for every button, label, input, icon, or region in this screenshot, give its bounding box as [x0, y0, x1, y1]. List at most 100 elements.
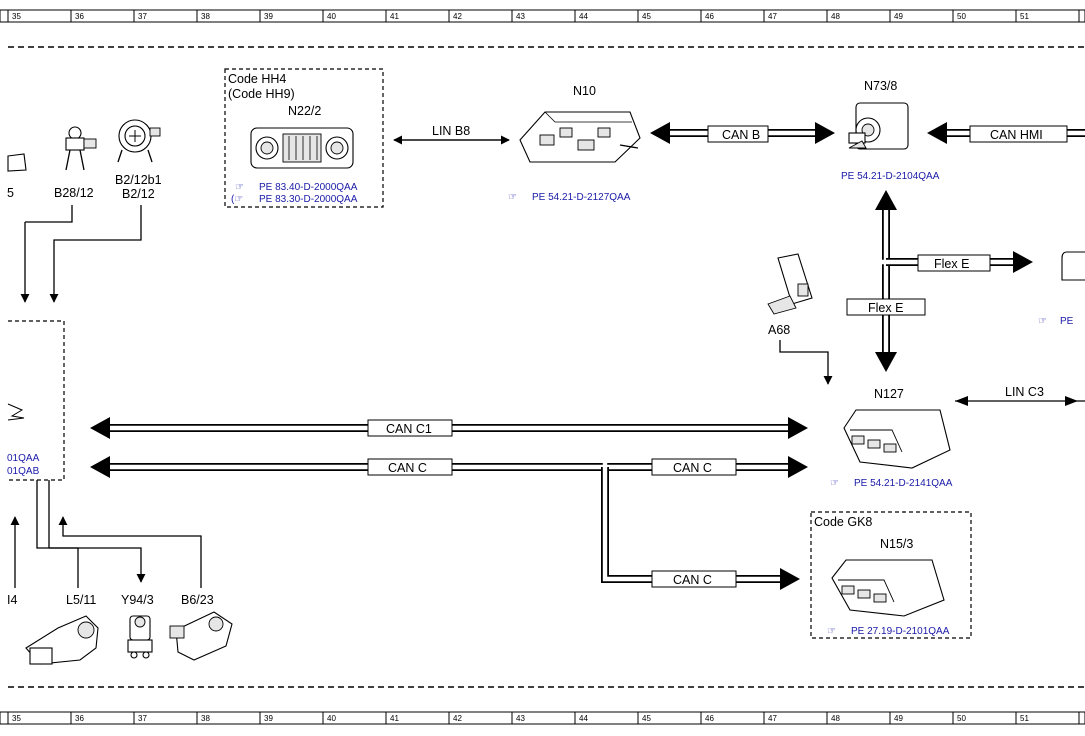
right-edge-ref[interactable]: PE [1060, 316, 1074, 327]
wire-b28-12-to-box [25, 205, 73, 223]
n22-2-ref-1[interactable]: PE 83.40-D-2000QAA [259, 182, 358, 193]
wire-box-to-y94-3 [48, 480, 141, 582]
n15-3-code: Code GK8 [814, 515, 872, 529]
solenoid-valve-icon [127, 615, 153, 659]
ruler-number: 38 [201, 12, 210, 21]
flex-e-2-label-box [846, 298, 926, 316]
b2-12-label: B2/12 [122, 187, 155, 201]
can-c-branch-arrow [780, 568, 800, 590]
can-b-arrow-left [650, 122, 670, 144]
ruler-number: 50 [957, 12, 966, 21]
ruler-number: 36 [75, 12, 84, 21]
can-c-arrow-left [90, 456, 110, 478]
ruler-number: 42 [453, 12, 462, 21]
wire-box-to-l5-11 [36, 480, 79, 588]
flex-e-1-label-box [917, 254, 991, 272]
flex-e-1-label: Flex E [934, 257, 969, 271]
ruler-number: 39 [264, 714, 273, 723]
transmission-control-unit-icon [831, 559, 945, 617]
a68-label: A68 [768, 323, 790, 337]
cut-left-label: 5 [7, 186, 14, 200]
ruler-number: 51 [1020, 714, 1029, 723]
i4-label: I4 [7, 593, 17, 607]
left-control-unit-box [8, 320, 65, 481]
n22-2-ref-icon-1: ☞ [235, 182, 244, 193]
ruler-number: 45 [642, 12, 651, 21]
n22-2-code-alt: (Code HH9) [228, 87, 295, 101]
can-b-label: CAN B [722, 128, 760, 142]
n15-3-label: N15/3 [880, 537, 913, 551]
ruler-number: 47 [768, 12, 777, 21]
ruler-number: 48 [831, 12, 840, 21]
b6-23-label: B6/23 [181, 593, 214, 607]
flex-e-arrow-right [1013, 251, 1033, 273]
ruler-number: 40 [327, 12, 336, 21]
ruler-number: 43 [516, 12, 525, 21]
can-b-arrow-right [815, 122, 835, 144]
can-c-down-label: CAN C [673, 573, 712, 587]
right-edge-ref-icon: ☞ [1038, 316, 1047, 327]
can-c1-label-box [367, 419, 453, 437]
b2-12b1-label: B2/12b1 [115, 173, 162, 187]
ruler-number: 40 [327, 714, 336, 723]
can-c1-arrow-right [788, 417, 808, 439]
left-unit-ref-1[interactable]: 01QAA [7, 453, 40, 464]
can-c1-label: CAN C1 [386, 422, 432, 436]
right-edge-component-icon [1061, 251, 1085, 281]
ruler-number: 37 [138, 714, 147, 723]
climate-control-panel-icon [250, 127, 354, 169]
n127-ref[interactable]: PE 54.21-D-2141QAA [854, 478, 953, 489]
can-c1-arrow-left [90, 417, 110, 439]
b28-12-label: B28/12 [54, 186, 94, 200]
n22-2-code-box [224, 68, 384, 208]
n22-2-code: Code HH4 [228, 72, 286, 86]
n127-ref-icon: ☞ [830, 478, 839, 489]
can-hmi-arrow-left [927, 122, 947, 144]
flex-e-arrow-up [875, 190, 897, 210]
y94-3-label: Y94/3 [121, 593, 154, 607]
wire-a68-to-n127 [779, 340, 833, 385]
n10-label: N10 [573, 84, 596, 98]
lin-c3-arrow-right [1065, 396, 1078, 406]
can-c-main-label: CAN C [388, 461, 427, 475]
n10-ref[interactable]: PE 54.21-D-2127QAA [532, 192, 631, 203]
cut-left-sensor-icon [7, 153, 27, 172]
lin-c3-arrow-left [955, 396, 968, 406]
can-c-down-label-box [651, 570, 737, 588]
ruler-number: 47 [768, 714, 777, 723]
n127-label: N127 [874, 387, 904, 401]
ruler-number: 38 [201, 714, 210, 723]
ruler-number: 51 [1020, 12, 1029, 21]
n15-3-ref-icon: ☞ [827, 626, 836, 637]
left-unit-ref-2[interactable]: 01QAB [7, 466, 40, 477]
ruler-number: 41 [390, 714, 399, 723]
ignition-switch-icon [848, 102, 909, 150]
can-c-right-label: CAN C [673, 461, 712, 475]
ruler-number: 50 [957, 714, 966, 723]
can-c-branch-line-inner [602, 462, 785, 582]
flex-e-2-label: Flex E [868, 301, 903, 315]
ruler-number: 48 [831, 714, 840, 723]
n15-3-ref[interactable]: PE 27.19-D-2101QAA [851, 626, 950, 637]
temperature-sensor-icon [65, 126, 97, 171]
ruler-number: 41 [390, 12, 399, 21]
ruler-number: 49 [894, 12, 903, 21]
n22-2-ref-2[interactable]: PE 83.30-D-2000QAA [259, 194, 358, 205]
accelerator-pedal-icon [767, 253, 813, 315]
l5-11-label: L5/11 [66, 593, 96, 607]
can-hmi-label: CAN HMI [990, 128, 1043, 142]
n15-3-code-box [810, 511, 972, 639]
n73-8-label: N73/8 [864, 79, 897, 93]
n22-2-label: N22/2 [288, 104, 321, 118]
wire-b2-12-to-box [49, 205, 142, 303]
camshaft-sensor-icon [169, 611, 233, 661]
ruler-number: 46 [705, 12, 714, 21]
ruler-number: 46 [705, 714, 714, 723]
flex-e-arrow-down [875, 352, 897, 372]
ruler-number: 44 [579, 12, 588, 21]
powertrain-control-unit-icon [843, 409, 951, 469]
n73-8-ref[interactable]: PE 54.21-D-2104QAA [841, 171, 940, 182]
can-c-right-label-box [651, 458, 737, 476]
